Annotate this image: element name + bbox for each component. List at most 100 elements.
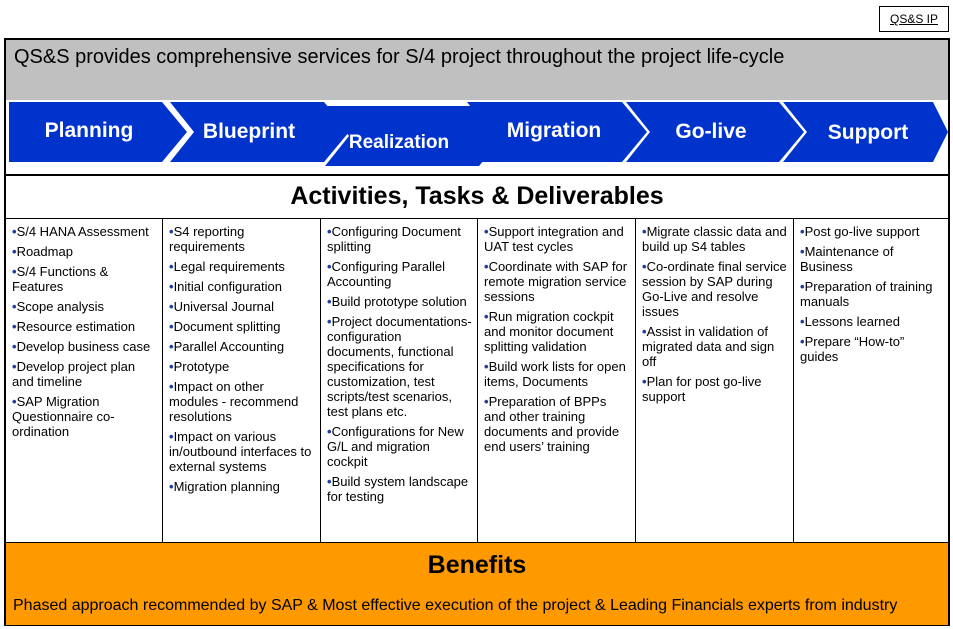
bullet-icon: •: [12, 244, 17, 259]
list-item-text: Preparation of BPPs and other training d…: [484, 394, 620, 454]
list-item: •Configuring Document splitting: [327, 224, 472, 254]
bullet-icon: •: [642, 324, 647, 339]
list-item: •Co-ordinate final service session by SA…: [642, 259, 788, 319]
phase-chevron-migration: [467, 102, 647, 162]
list-item-text: SAP Migration Questionnaire co-ordinatio…: [12, 394, 115, 439]
list-item: •Build prototype solution: [327, 294, 472, 309]
bullet-icon: •: [169, 379, 174, 394]
column-golive: •Migrate classic data and build up S4 ta…: [636, 220, 793, 542]
list-item: •S/4 Functions & Features: [12, 264, 157, 294]
list-item: •Build system landscape for testing: [327, 474, 472, 504]
list-item: •Universal Journal: [169, 299, 315, 314]
list-item: •Scope analysis: [12, 299, 157, 314]
list-item-text: Develop project plan and timeline: [12, 359, 136, 389]
benefits-text: Phased approach recommended by SAP & Mos…: [13, 597, 898, 614]
phase-chevron-golive: [626, 102, 804, 162]
list-item-text: Prepare “How-to” guides: [800, 334, 905, 364]
list-item: •Prepare “How-to” guides: [800, 334, 943, 364]
list-item-text: Configurations for New G/L and migration…: [327, 424, 464, 469]
bullet-icon: •: [327, 259, 332, 274]
list-item-text: Impact on various in/outbound interfaces…: [169, 429, 312, 474]
list-item-text: S4 reporting requirements: [169, 224, 245, 254]
phase-label-support: Support: [827, 121, 909, 144]
bullet-icon: •: [484, 394, 489, 409]
column-divider: [793, 219, 794, 543]
slide-frame: [4, 38, 950, 626]
list-item: •Impact on various in/outbound interface…: [169, 429, 315, 474]
benefits-title: Benefits: [427, 551, 527, 579]
bullet-icon: •: [642, 259, 647, 274]
list-item: •Maintenance of Business: [800, 244, 943, 274]
column-divider: [320, 219, 321, 543]
phase-label-blueprint: Blueprint: [202, 120, 296, 143]
list-item: •Configurations for New G/L and migratio…: [327, 424, 472, 469]
list-item: •Initial configuration: [169, 279, 315, 294]
column-divider: [477, 219, 478, 543]
bullet-icon: •: [642, 224, 647, 239]
list-item-text: Impact on other modules - recommend reso…: [169, 379, 299, 424]
list-item: •Plan for post go-live support: [642, 374, 788, 404]
list-item-text: Resource estimation: [16, 319, 136, 334]
list-item-text: Develop business case: [16, 339, 151, 354]
list-item: •S/4 HANA Assessment: [12, 224, 157, 239]
phase-label-migration: Migration: [506, 119, 602, 142]
list-item-text: Build prototype solution: [331, 294, 467, 309]
list-item: •Prototype: [169, 359, 315, 374]
bullet-icon: •: [800, 334, 805, 349]
column-migration: •Support integration and UAT test cycles…: [478, 220, 635, 542]
bullet-icon: •: [12, 224, 17, 239]
divider-benefits: [6, 542, 948, 543]
list-item-text: Universal Journal: [173, 299, 274, 314]
list-item: •Impact on other modules - recommend res…: [169, 379, 315, 424]
list-item: •Migration planning: [169, 479, 315, 494]
list-item: •Assist in validation of migrated data a…: [642, 324, 788, 369]
ip-badge: QS&S IP: [879, 6, 949, 32]
bullet-icon: •: [327, 224, 332, 239]
list-item-text: Roadmap: [16, 244, 73, 259]
bullet-icon: •: [800, 279, 805, 294]
list-item-text: Preparation of training manuals: [800, 279, 933, 309]
bullet-icon: •: [12, 339, 17, 354]
list-item: •Configuring Parallel Accounting: [327, 259, 472, 289]
column-divider: [635, 219, 636, 543]
bullet-icon: •: [12, 394, 17, 409]
phase-label-planning: Planning: [44, 119, 134, 142]
phase-chevron-realization: [325, 106, 504, 166]
list-item-text: Build system landscape for testing: [327, 474, 469, 504]
list-item-text: Build work lists for open items, Documen…: [484, 359, 626, 389]
section-title: Activities, Tasks & Deliverables: [290, 181, 664, 210]
phase-chevrons: [6, 100, 948, 174]
bullet-icon: •: [327, 314, 332, 329]
bullet-icon: •: [484, 224, 489, 239]
bullet-icon: •: [327, 294, 332, 309]
list-item-text: Configuring Document splitting: [327, 224, 461, 254]
bullet-icon: •: [327, 474, 332, 489]
list-item-text: Scope analysis: [16, 299, 105, 314]
list-item-text: Post go-live support: [804, 224, 920, 239]
list-item-text: Configuring Parallel Accounting: [327, 259, 446, 289]
bullet-icon: •: [800, 314, 805, 329]
list-item-text: Run migration cockpit and monitor docume…: [484, 309, 614, 354]
benefits-panel: Benefits Phased approach recommended by …: [6, 543, 948, 625]
list-item-text: Document splitting: [173, 319, 281, 334]
bullet-icon: •: [800, 244, 805, 259]
list-item-text: Support integration and UAT test cycles: [484, 224, 624, 254]
bullet-icon: •: [169, 279, 174, 294]
list-item: •Coordinate with SAP for remote migratio…: [484, 259, 630, 304]
list-item: •Run migration cockpit and monitor docum…: [484, 309, 630, 354]
list-item: •S4 reporting requirements: [169, 224, 315, 254]
list-item-text: Project documentations- configuration do…: [327, 314, 472, 419]
phase-chevron-blueprint: [170, 102, 349, 162]
bullet-icon: •: [484, 309, 489, 324]
list-item-text: Assist in validation of migrated data an…: [642, 324, 775, 369]
list-item: •Migrate classic data and build up S4 ta…: [642, 224, 788, 254]
list-item: •Build work lists for open items, Docume…: [484, 359, 630, 389]
bullet-icon: •: [169, 479, 174, 494]
phase-label-golive: Go-live: [675, 120, 747, 143]
bullet-icon: •: [169, 224, 174, 239]
bullet-icon: •: [642, 374, 647, 389]
list-item-text: Prototype: [173, 359, 230, 374]
divider-columns: [6, 218, 948, 219]
list-item: •Preparation of BPPs and other training …: [484, 394, 630, 454]
list-item: •Resource estimation: [12, 319, 157, 334]
